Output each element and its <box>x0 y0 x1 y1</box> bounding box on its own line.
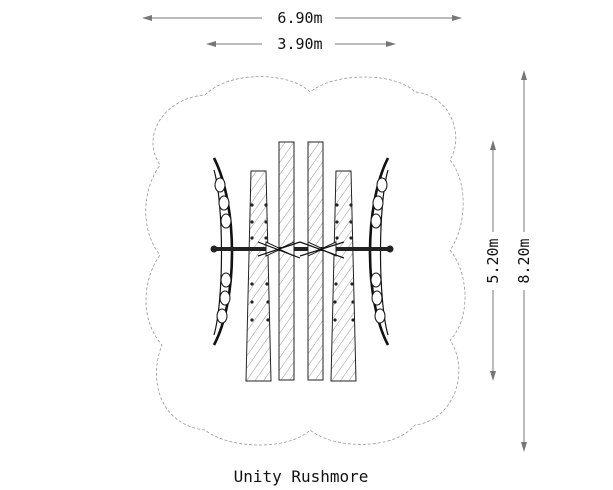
equipment-plan <box>210 141 394 382</box>
inner-width-dimension: 3.90m <box>206 35 396 53</box>
right-rungs <box>333 203 355 322</box>
safety-zone-boundary <box>145 76 466 446</box>
left-rungs <box>250 203 270 322</box>
right-climbing-arc <box>368 157 390 346</box>
product-title: Unity Rushmore <box>234 467 369 486</box>
overall-height-dimension: 8.20m <box>515 70 533 452</box>
overall-width-dimension: 6.90m <box>142 9 462 27</box>
left-climbing-arc <box>212 157 234 346</box>
overall-width-label: 6.90m <box>277 9 322 27</box>
inner-width-label: 3.90m <box>277 35 322 53</box>
overall-height-label: 8.20m <box>515 238 533 283</box>
central-beam <box>210 241 394 259</box>
inner-height-label: 5.20m <box>484 238 502 283</box>
inner-height-dimension: 5.20m <box>484 140 502 381</box>
